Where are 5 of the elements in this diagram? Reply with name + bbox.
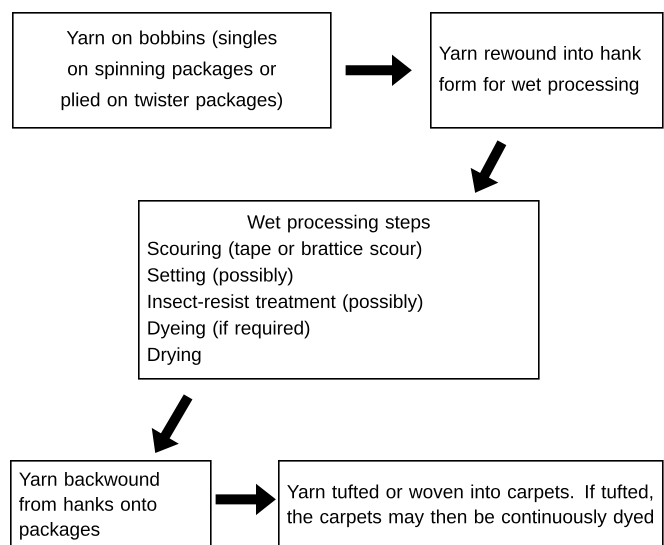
process-box: Yarn backwound from hanks onto packages xyxy=(10,460,212,545)
process-box: Yarn rewound into hank form for wet processing xyxy=(430,12,664,129)
process-box: Yarn on bobbins (singles on spinning packages or plied on twister packages) xyxy=(12,12,332,129)
process-box: Yarn tufted or woven into carpets. If tufted, the carpets may then be continuously dyed xyxy=(278,460,664,545)
process-box: Wet processing steps Scouring (tape or brattice scour) Setting (possibly) Insect-resist treatment (possibly) Dyeing (if required) Drying xyxy=(138,200,540,380)
